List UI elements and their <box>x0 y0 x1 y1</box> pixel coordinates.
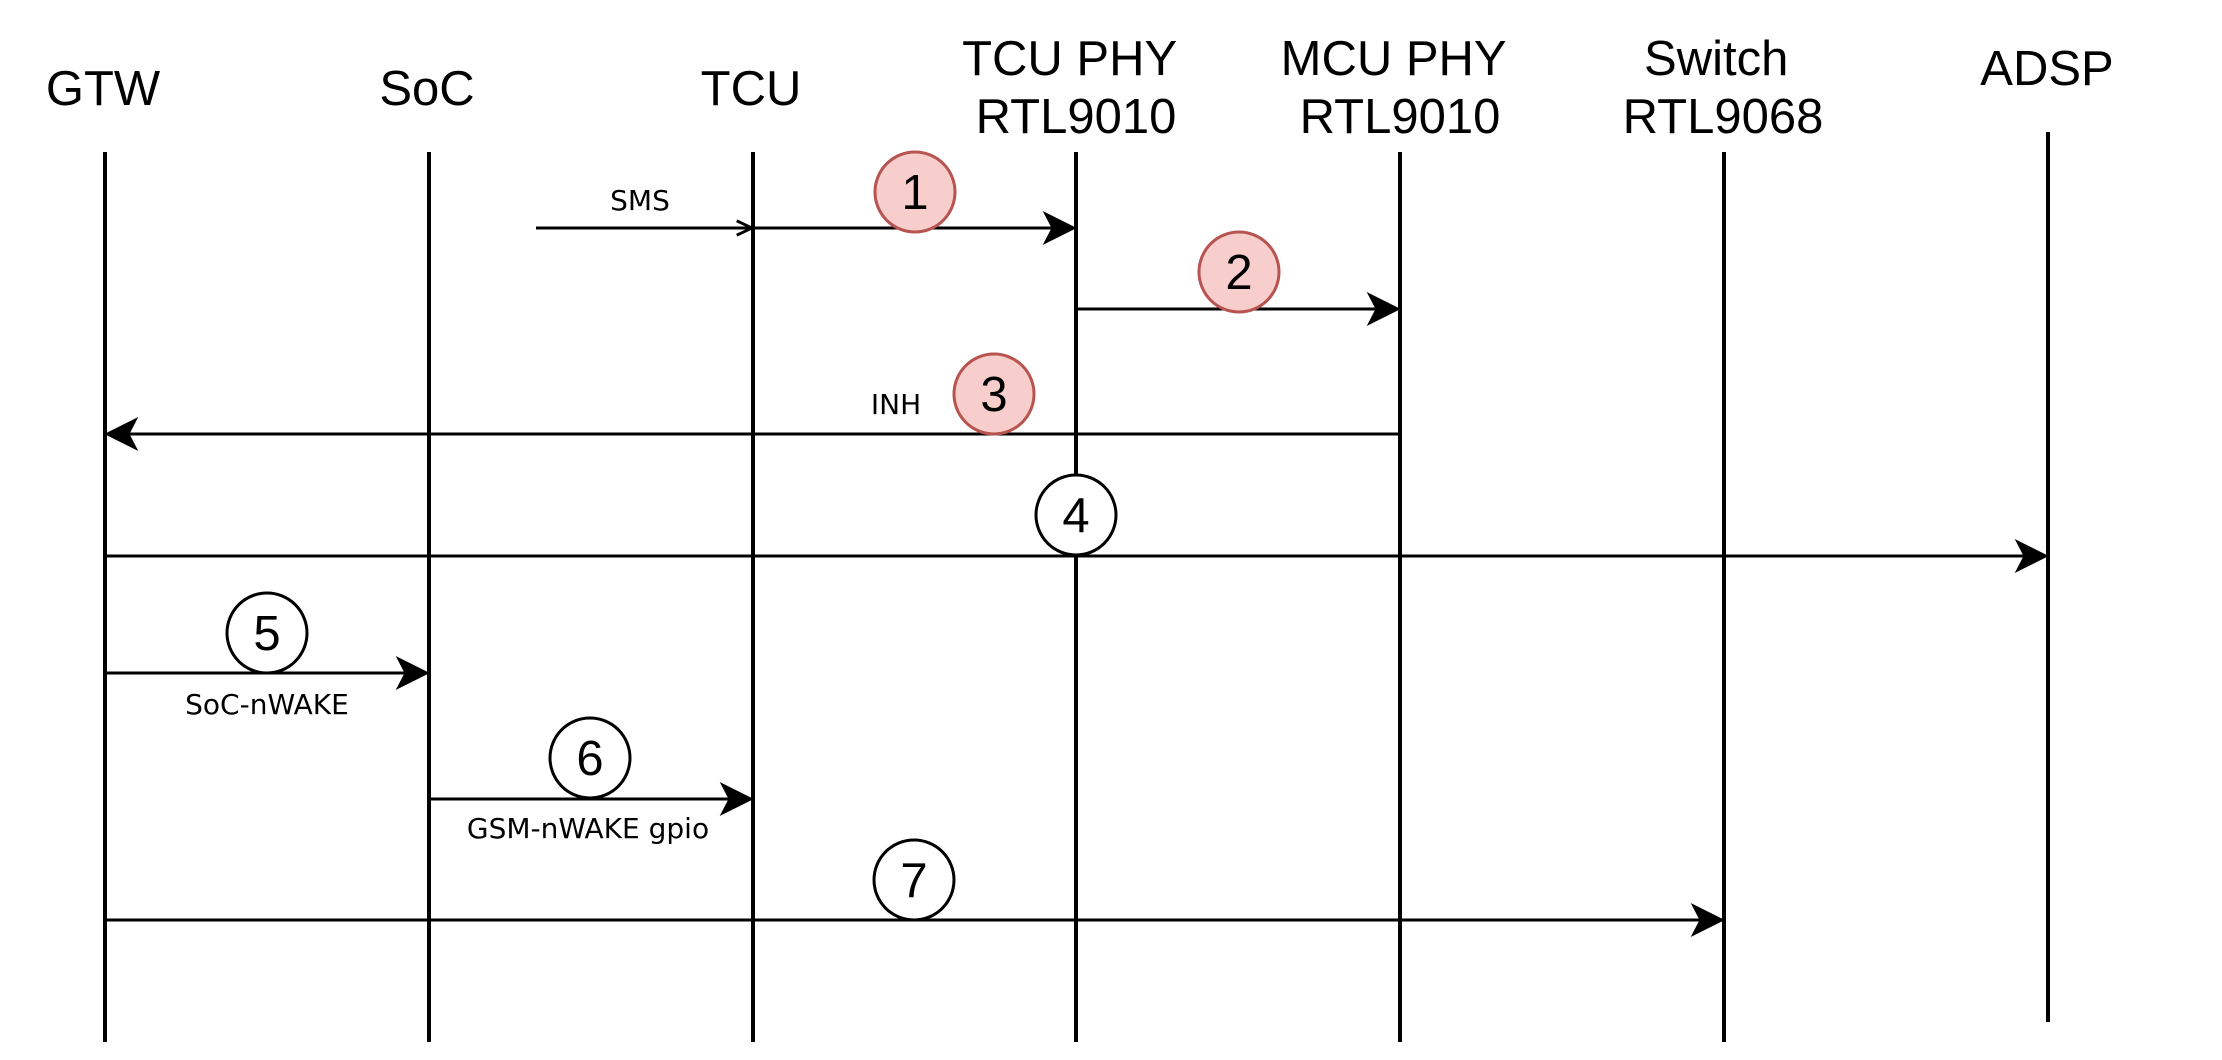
participant-title-gtw: GTW <box>46 62 161 116</box>
step-marker-3: 3 <box>952 352 1036 436</box>
step-marker-5: 5 <box>225 591 309 675</box>
participant-title-soc: SoC <box>379 62 474 116</box>
step-marker-7: 7 <box>872 838 956 922</box>
participant-title-tcu-phy: TCU PHY RTL9010 <box>962 32 1190 144</box>
participant-title-adsp: ADSP <box>1980 42 2113 96</box>
step-marker-6: 6 <box>548 716 632 800</box>
participant-title-switch: Switch RTL9068 <box>1623 32 1824 144</box>
svg-text:2: 2 <box>1225 246 1252 300</box>
svg-text:6: 6 <box>576 732 603 786</box>
svg-text:7: 7 <box>900 854 927 908</box>
svg-text:5: 5 <box>253 607 280 661</box>
message-step-3-label: INH <box>871 388 921 421</box>
step-marker-4: 4 <box>1034 473 1118 557</box>
svg-text:3: 3 <box>980 368 1007 422</box>
step-marker-1: 1 <box>873 150 957 234</box>
message-step-6-label: GSM-nWAKE gpio <box>467 812 709 845</box>
step-marker-2: 2 <box>1197 230 1281 314</box>
participant-title-tcu: TCU <box>701 62 802 116</box>
svg-text:4: 4 <box>1062 489 1089 543</box>
message-step-5-label: SoC-nWAKE <box>185 688 349 721</box>
message-sms-label: SMS <box>610 184 670 217</box>
svg-text:1: 1 <box>901 166 928 220</box>
participant-title-mcu-phy: MCU PHY RTL9010 <box>1281 32 1520 144</box>
